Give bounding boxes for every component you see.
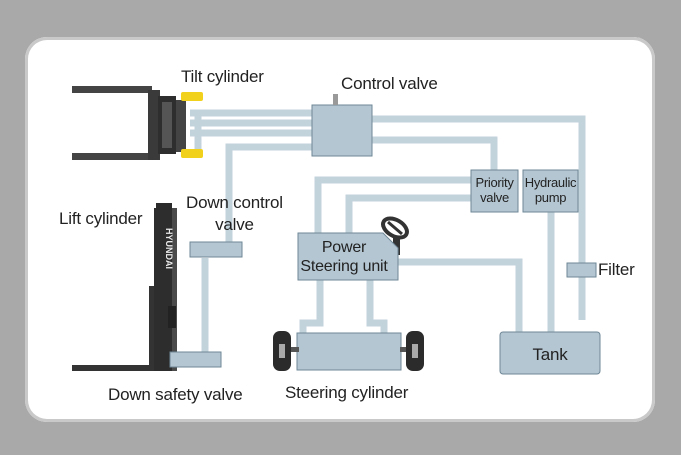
filter-box — [566, 262, 597, 278]
tilt-cylinder-body — [176, 100, 186, 152]
label-tilt-cylinder: Tilt cylinder — [181, 67, 264, 86]
mast-brand-text: HYUNDAI — [164, 228, 174, 269]
pipe-control-to-priority — [372, 136, 498, 170]
pipe-priority-to-steering-b — [345, 194, 471, 233]
hub-left — [279, 344, 285, 358]
pipe-control-to-down-valve — [225, 143, 312, 248]
label-control-valve: Control valve — [341, 74, 438, 93]
label-steering-cylinder: Steering cylinder — [285, 383, 409, 402]
mast-bracket — [168, 306, 176, 328]
control-valve-stem — [333, 94, 338, 105]
pipe-steering-to-tank — [398, 258, 523, 332]
label-hydraulic-pump: Hydraulic pump — [524, 175, 577, 205]
pipe-priority-to-steering-a — [314, 176, 471, 233]
mast-back-rail — [149, 286, 155, 370]
down-safety-valve-box — [169, 351, 222, 368]
hydraulic-pipes — [190, 109, 586, 352]
label-tank: Tank — [532, 345, 568, 364]
control-valve-box — [311, 104, 373, 157]
components — [169, 94, 601, 375]
label-priority-valve: Priority valve — [475, 175, 514, 205]
lift-mast: HYUNDAI — [72, 203, 177, 371]
tilt-cylinder-top-end — [181, 92, 203, 101]
tilt-cylinder-bottom-end — [181, 149, 203, 158]
down-control-valve-box — [189, 241, 243, 258]
pipe-steering-to-cyl-left — [299, 280, 324, 333]
steering-axle — [273, 331, 424, 371]
hub-right — [412, 344, 418, 358]
pipe-control-return — [372, 115, 586, 320]
steering-wheel-spoke — [387, 220, 403, 236]
pipe-steering-to-cyl-right — [366, 280, 388, 333]
power-steering-unit-box — [297, 232, 399, 281]
axle-left-rod — [287, 347, 299, 352]
lower-fork — [72, 153, 152, 160]
steering-wheel-rim — [381, 216, 409, 240]
label-filter: Filter — [598, 260, 635, 279]
priority-valve-box — [470, 169, 519, 213]
label-power-steering-unit: Power Steering unit — [300, 239, 388, 275]
mast-column — [154, 208, 172, 371]
carriage-slot — [162, 102, 172, 148]
label-down-control-valve: Down control valve — [186, 193, 283, 234]
hydraulic-pump-box — [522, 169, 579, 213]
label-down-safety-valve: Down safety valve — [108, 385, 243, 404]
mast-top-cap — [156, 203, 172, 210]
carriage-frame — [148, 90, 160, 160]
upper-fork — [72, 86, 152, 93]
label-lift-cylinder: Lift cylinder — [59, 209, 143, 228]
tilt-assembly — [72, 86, 203, 160]
mast-column-edge — [172, 208, 177, 371]
steering-cylinder-box — [296, 332, 402, 371]
tank-box — [499, 331, 601, 375]
mast-fork-blade — [72, 365, 170, 371]
